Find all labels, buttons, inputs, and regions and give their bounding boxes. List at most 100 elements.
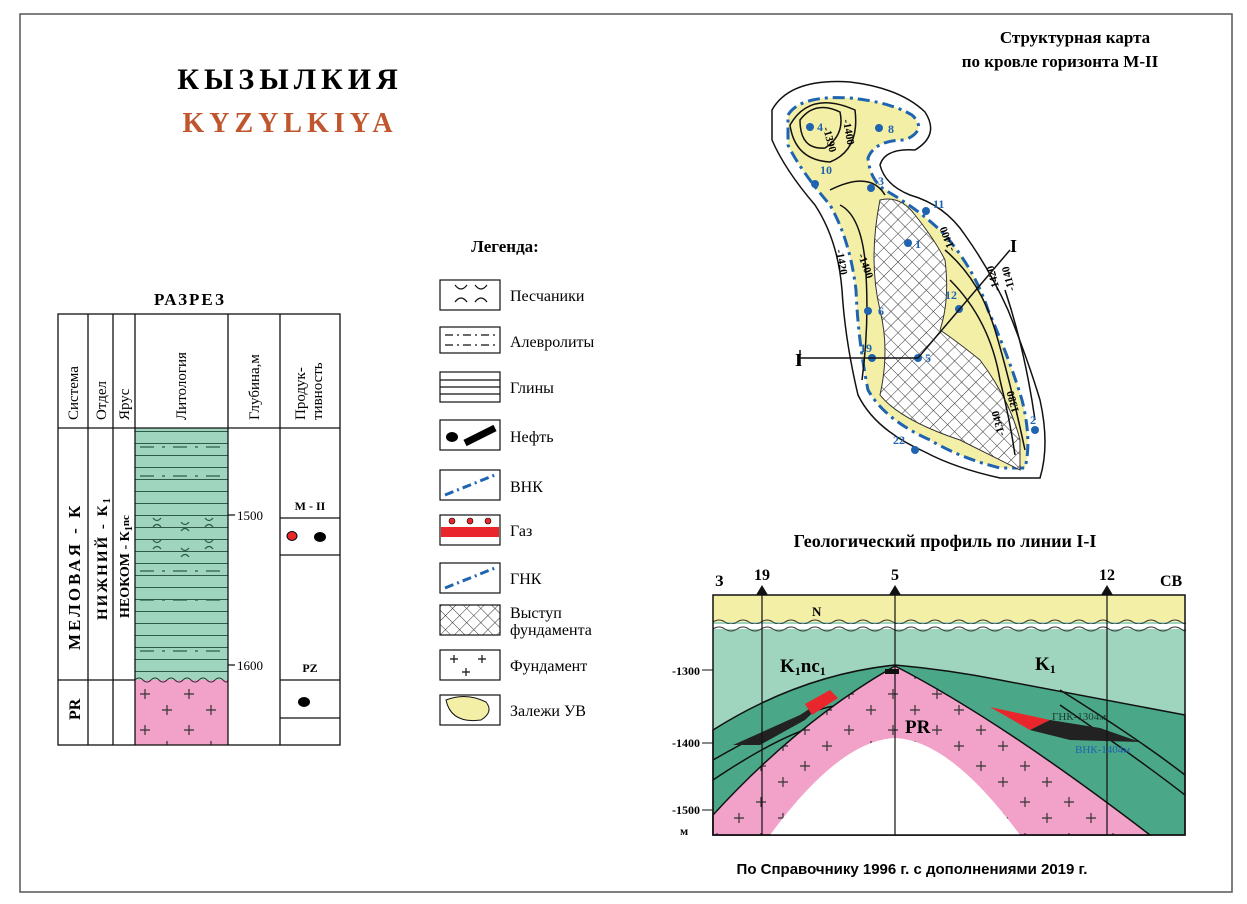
oil-icon: [298, 697, 310, 707]
lithology-clay-siltstone: [135, 428, 228, 680]
owc-label: ВНК-1404м: [1075, 744, 1130, 756]
stage-sup: nc: [120, 515, 132, 526]
depth-tick-1400: -1400: [672, 736, 700, 750]
sandstone-swatch: [439, 279, 501, 311]
sub: 1: [1050, 662, 1056, 676]
contour-lines: [829, 180, 1036, 456]
map-title-1: Структурная карта: [1000, 28, 1151, 47]
contour-label: -1420: [833, 248, 849, 276]
svg-text:K1nc1: K1nc1: [780, 656, 826, 678]
system-cretaceous: МЕЛОВАЯ - К: [65, 503, 84, 650]
gwc-swatch: [439, 562, 501, 594]
profile-well-19: 19: [754, 567, 770, 584]
column-headers: Система Отдел Ярус Литология Глубина,м П…: [66, 352, 326, 420]
gas-swatch: [439, 514, 501, 546]
depth-1600: 1600: [237, 658, 263, 673]
well-11: 11: [933, 197, 944, 211]
gas-cap-west: [805, 690, 838, 715]
well-19: 19: [860, 341, 872, 355]
contour-label: -1400: [840, 118, 856, 146]
well-22: 22: [893, 433, 905, 447]
well-8: 8: [888, 122, 894, 136]
geological-profile: Геологический профиль по линии I-I З СВ …: [672, 531, 1186, 838]
sandstone-marks: [152, 517, 214, 558]
svg-text:НИЖНИЙ - К1: НИЖНИЙ - К1: [94, 496, 113, 620]
legend-basement: Фундамент: [510, 658, 587, 675]
division-sub: 1: [101, 496, 113, 504]
profile-well-12: 12: [1099, 567, 1115, 584]
system-pr: PR: [67, 698, 84, 720]
col-productivity-2: тивность: [310, 362, 326, 420]
oil-icon: [314, 532, 326, 542]
depth-1500: 1500: [237, 508, 263, 523]
legend-siltstone: Алевролиты: [510, 334, 595, 351]
col-productivity-1: Продук-: [293, 367, 309, 420]
section-line-end: I: [1010, 236, 1017, 256]
col-system: Система: [66, 366, 82, 420]
section-title: РАЗРЕЗ: [154, 290, 226, 309]
basement-swatch: [439, 649, 501, 681]
svg-text:НЕОКОМ - К1nc: НЕОКОМ - К1nc: [118, 515, 135, 618]
legend-oil: Нефть: [510, 429, 554, 446]
legend-uplift-2: фундамента: [510, 622, 592, 639]
lithology-basement: [135, 680, 228, 745]
well-5: 5: [925, 351, 931, 365]
section-line-start: I: [795, 350, 802, 370]
sub: 1: [820, 664, 826, 678]
contour-1400: [789, 102, 857, 163]
well-2: 2: [1030, 413, 1036, 427]
svg-text:K1: K1: [1035, 654, 1056, 676]
siltstone-swatch: [439, 326, 501, 354]
col-lithology: Литология: [174, 352, 190, 420]
wells: [806, 123, 1039, 454]
label-pr: PR: [905, 717, 931, 738]
legend-uplift-1: Выступ: [510, 605, 562, 622]
profile-well-5: 5: [891, 567, 899, 584]
well-1: 1: [915, 237, 921, 251]
basement-uplift-swatch: [439, 604, 501, 636]
contour-1390: [799, 106, 842, 149]
depth-tick-1500: -1500: [672, 803, 700, 817]
col-depth: Глубина,м: [247, 354, 263, 420]
gwc-label: ГНК-1304м: [1052, 711, 1106, 723]
stage-sub: 1: [124, 526, 135, 531]
legend-clay: Глины: [510, 380, 554, 397]
legend-title: Легенда:: [471, 237, 539, 256]
hydrocarbon-deposit-swatch: [439, 694, 501, 726]
basement-uplift: [873, 198, 1021, 471]
label-k1nc1: K: [780, 656, 795, 677]
direction-west: З: [715, 573, 724, 590]
well-6: 6: [878, 304, 884, 318]
profile-title: Геологический профиль по линии I-I: [794, 531, 1097, 551]
horizon-pz: PZ: [302, 661, 317, 675]
sub: 1: [795, 664, 801, 678]
legend-sandstone: Песчаники: [510, 288, 585, 305]
siltstone-marks: [140, 446, 225, 652]
well-markers: [756, 585, 1113, 595]
map-title-2: по кровле горизонта М-II: [962, 52, 1159, 71]
well-4: 4: [817, 120, 823, 134]
title-en: KYZYLKIYA: [182, 108, 397, 139]
legend-gwc: ГНК: [510, 571, 542, 588]
gas-cap-east: [990, 707, 1050, 730]
horizon-m2: М - II: [295, 499, 326, 513]
stratigraphic-column: РАЗРЕЗ Система Отдел Ярус Литология Глуб…: [57, 290, 341, 746]
owc-swatch: [439, 469, 501, 501]
well-12: 12: [945, 288, 957, 302]
legend-gas: Газ: [510, 523, 532, 540]
legend: Легенда: Песчаники Алевролиты: [439, 237, 595, 726]
depth-tick-1300: -1300: [672, 664, 700, 678]
legend-deposits: Залежи УВ: [510, 703, 586, 720]
structural-map: Структурная карта по кровле горизонта М-…: [771, 28, 1159, 479]
oil-deposit-east: [1030, 720, 1140, 742]
gas-icon: [286, 531, 298, 541]
label-n: N: [812, 604, 822, 619]
stage-neocomian: НЕОКОМ - К: [118, 530, 133, 618]
section-line: [799, 249, 1011, 366]
division-lower: НИЖНИЙ - К: [94, 503, 111, 620]
well-10: 10: [820, 163, 832, 177]
well-lines: [761, 595, 1108, 835]
direction-northeast: СВ: [1160, 573, 1183, 590]
legend-owc: ВНК: [510, 479, 543, 496]
